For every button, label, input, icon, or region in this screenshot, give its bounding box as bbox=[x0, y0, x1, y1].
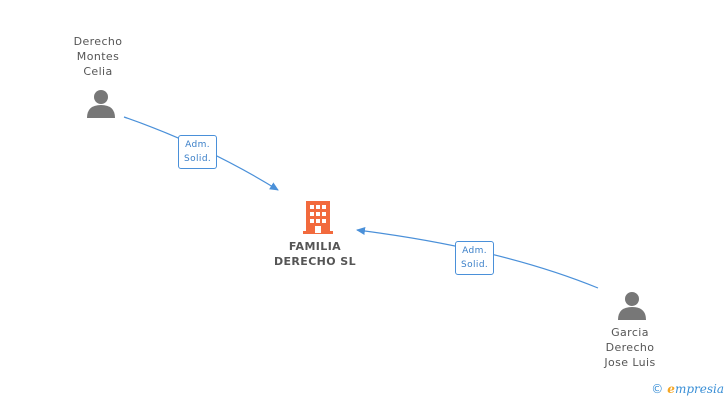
person-2-name-line-3: Jose Luis bbox=[604, 356, 656, 369]
brand-initial: e bbox=[667, 382, 675, 396]
building-icon[interactable] bbox=[303, 199, 333, 235]
person-icon[interactable] bbox=[86, 88, 116, 118]
copyright-symbol: © bbox=[651, 382, 664, 396]
edge-label-line-1: Adm. bbox=[462, 246, 488, 256]
edge-label-line-2: Solid. bbox=[184, 154, 212, 164]
edge-label-person-1: Adm. Solid. bbox=[178, 135, 218, 169]
person-2-name-line-1: Garcia bbox=[611, 326, 649, 339]
empresia-watermark: ©empresia bbox=[651, 382, 724, 396]
person-1-name: Derecho Montes Celia bbox=[58, 34, 138, 79]
company-name[interactable]: FAMILIA DERECHO SL bbox=[255, 239, 375, 269]
company-name-line-2: DERECHO SL bbox=[273, 255, 357, 268]
brand-name: mpresia bbox=[674, 382, 724, 396]
person-2-name: Garcia Derecho Jose Luis bbox=[584, 325, 676, 370]
person-1-name-line-2: Montes bbox=[76, 50, 120, 63]
edge-label-line-1: Adm. bbox=[185, 140, 211, 150]
edge-label-line-2: Solid. bbox=[461, 260, 489, 270]
person-2-name-line-2: Derecho bbox=[605, 341, 655, 354]
edge-label-person-2: Adm. Solid. bbox=[455, 241, 495, 275]
company-name-line-1: FAMILIA bbox=[288, 240, 342, 253]
person-1-name-line-1: Derecho bbox=[73, 35, 123, 48]
person-icon[interactable] bbox=[617, 290, 647, 320]
person-1-name-line-3: Celia bbox=[83, 65, 113, 78]
